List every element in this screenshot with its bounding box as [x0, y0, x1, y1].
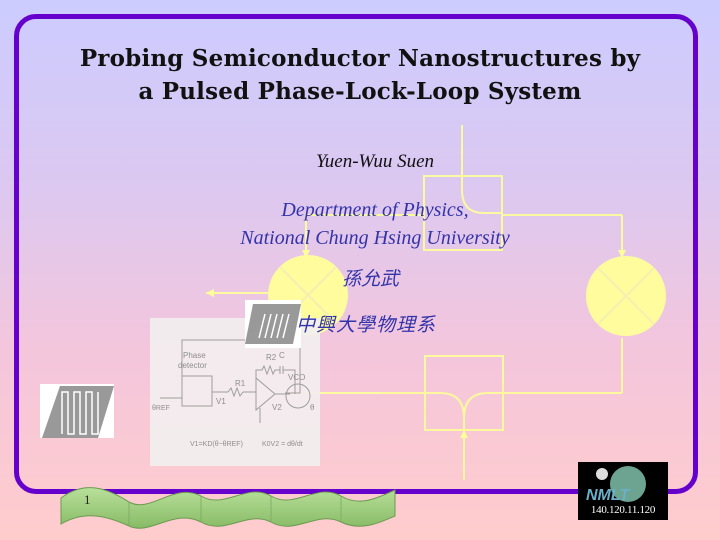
department-line-2: National Chung Hsing University	[240, 227, 510, 249]
circuit-label-phase: Phase	[183, 351, 206, 360]
department: Department of Physics, National Chung Hs…	[200, 196, 550, 252]
slide-title: Probing Semiconductor Nanostructures by …	[20, 42, 700, 108]
circuit-label-v2: V2	[272, 403, 282, 412]
nchu-logo-small	[245, 300, 301, 348]
circuit-label-v1: V1	[216, 397, 226, 406]
circuit-label-theta-ref: θREF	[152, 405, 170, 412]
department-line-1: Department of Physics,	[281, 199, 469, 221]
slide-number: 1	[84, 492, 91, 507]
circuit-label-detector: detector	[178, 361, 207, 370]
circuit-label-r2: R2	[266, 353, 277, 362]
circuit-label-c: C	[279, 351, 285, 360]
slide-frame	[14, 14, 698, 494]
author-name-chinese: 孫允武	[342, 269, 400, 290]
circuit-label-theta: θ	[310, 403, 315, 412]
circuit-equation-2: K0V2 = dθ/dt	[262, 441, 303, 448]
nmlt-badge: NMLT 140.120.11.120	[578, 462, 668, 520]
wavy-ribbon	[60, 487, 396, 529]
circuit-label-r1: R1	[235, 379, 246, 388]
nchu-logo-left	[40, 384, 114, 438]
circuit-equation-1: V1=KD(θ−θREF)	[190, 441, 243, 448]
circuit-label-vco: VCO	[288, 373, 305, 382]
badge-ip-text: 140.120.11.120	[590, 504, 656, 516]
title-line-2: a Pulsed Phase-Lock-Loop System	[138, 78, 582, 105]
title-line-1: Probing Semiconductor Nanostructures by	[79, 45, 641, 72]
svg-text:NMLT: NMLT	[586, 487, 630, 504]
department-chinese: 中興大學物理系	[296, 315, 437, 336]
author-name: Yuen-Wuu Suen	[315, 151, 435, 172]
